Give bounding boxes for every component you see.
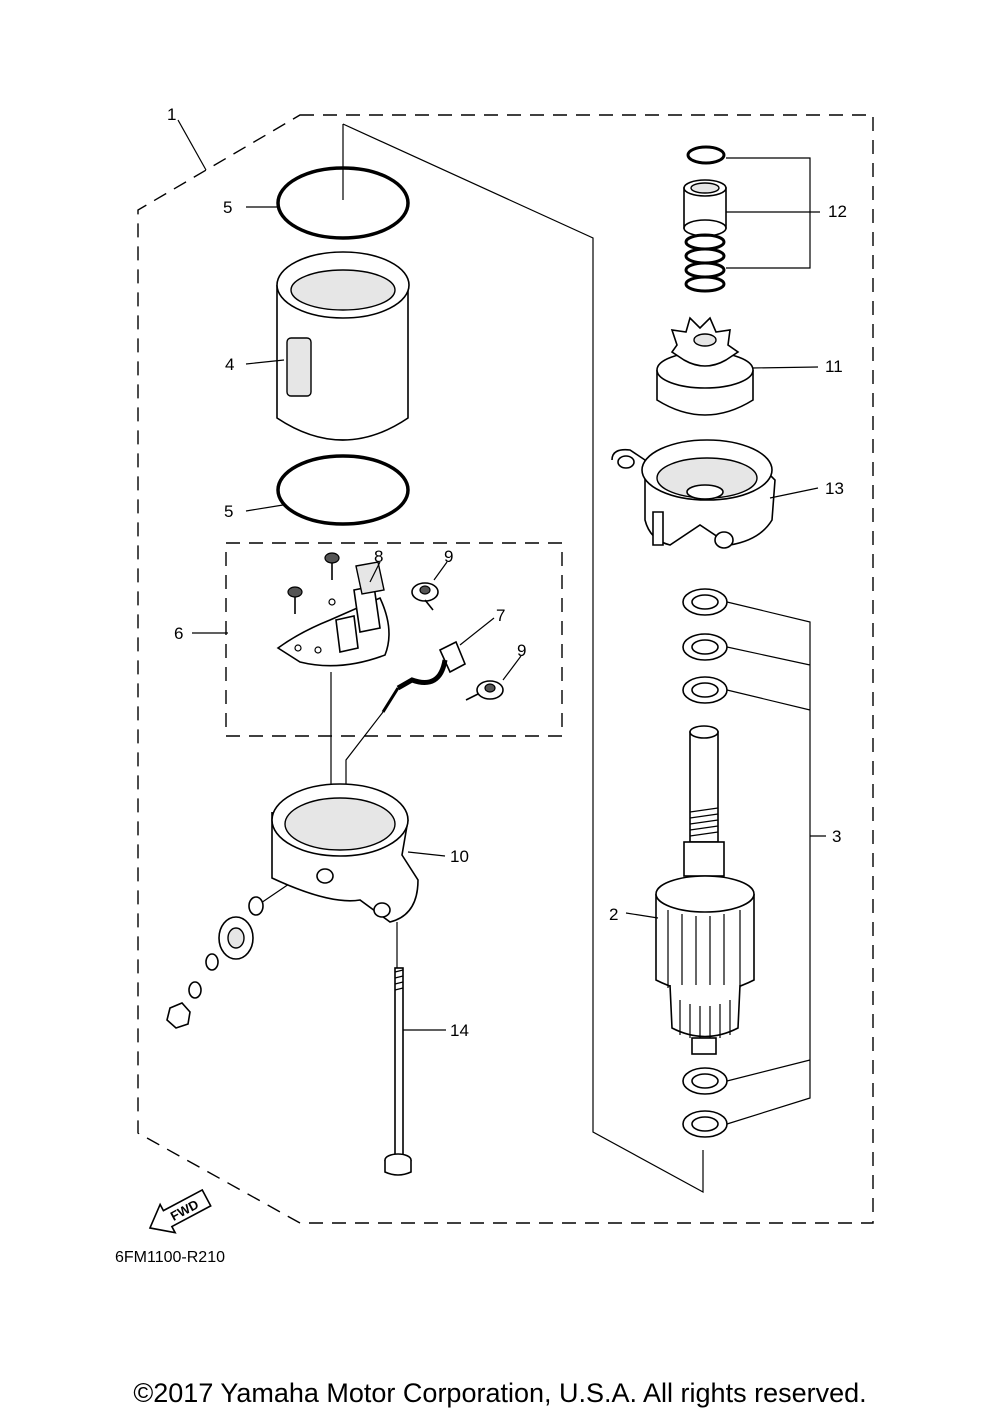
callout-5-lower: 5 — [224, 502, 233, 521]
callout-8: 8 — [374, 547, 383, 566]
brush-holder-plate — [276, 561, 390, 667]
callout-9-lower: 9 — [517, 641, 526, 660]
brush-holder-group-box — [225, 542, 563, 737]
leader-13 — [769, 487, 819, 499]
pinion-collar — [683, 179, 727, 237]
copyright-notice: ©2017 Yamaha Motor Corporation, U.S.A. A… — [133, 1378, 867, 1408]
callout-4: 4 — [225, 355, 234, 374]
terminal-hardware-stack — [166, 896, 264, 1029]
pinion-clutch — [656, 316, 754, 416]
callout-1: 1 — [167, 105, 176, 124]
o-ring-upper — [276, 166, 410, 240]
washer-5 — [682, 1110, 728, 1138]
callout-12: 12 — [828, 202, 847, 221]
yoke-housing — [276, 251, 410, 441]
callout-6: 6 — [174, 624, 183, 643]
brush-spring-lower — [465, 680, 504, 701]
leader-8 — [369, 561, 381, 583]
washer-3 — [682, 676, 728, 704]
clip-ring — [686, 145, 726, 165]
rear-bracket — [271, 783, 419, 923]
screw-upper — [324, 552, 340, 580]
callout-3: 3 — [832, 827, 841, 846]
brush-lead-wire — [381, 640, 467, 713]
leader-11 — [751, 366, 819, 369]
leader-1 — [177, 119, 207, 171]
o-ring-lower — [276, 454, 410, 526]
leader-9-upper — [433, 561, 448, 581]
leader-9-lower — [502, 655, 522, 681]
callout-13: 13 — [825, 479, 844, 498]
leader-3 — [726, 601, 826, 1125]
leader-10 — [407, 851, 446, 857]
callout-10: 10 — [450, 847, 469, 866]
leader-5-lower — [245, 504, 284, 512]
washer-2 — [682, 633, 728, 661]
assembly-boundary — [137, 114, 874, 1224]
diagram-code: 6FM1100-R210 — [115, 1249, 225, 1266]
callout-9-upper: 9 — [444, 547, 453, 566]
assembly-line-main — [342, 123, 704, 1194]
callout-11: 11 — [825, 357, 843, 376]
fwd-arrow-icon: FWD — [148, 1188, 212, 1234]
leader-12 — [726, 157, 820, 269]
screw-left — [287, 586, 303, 614]
brush-spring-upper — [411, 582, 439, 611]
leader-2 — [625, 912, 659, 919]
pinion-spring — [684, 233, 726, 293]
leader-7 — [459, 617, 495, 646]
through-bolt — [384, 967, 412, 1176]
washer-1 — [682, 588, 728, 616]
callout-5-upper: 5 — [223, 198, 232, 217]
washer-4 — [682, 1067, 728, 1095]
front-bracket — [611, 439, 776, 549]
armature — [655, 725, 755, 1055]
callout-7: 7 — [496, 606, 505, 625]
callout-14: 14 — [450, 1021, 469, 1040]
callout-2: 2 — [609, 905, 618, 924]
leader-4 — [245, 359, 285, 365]
